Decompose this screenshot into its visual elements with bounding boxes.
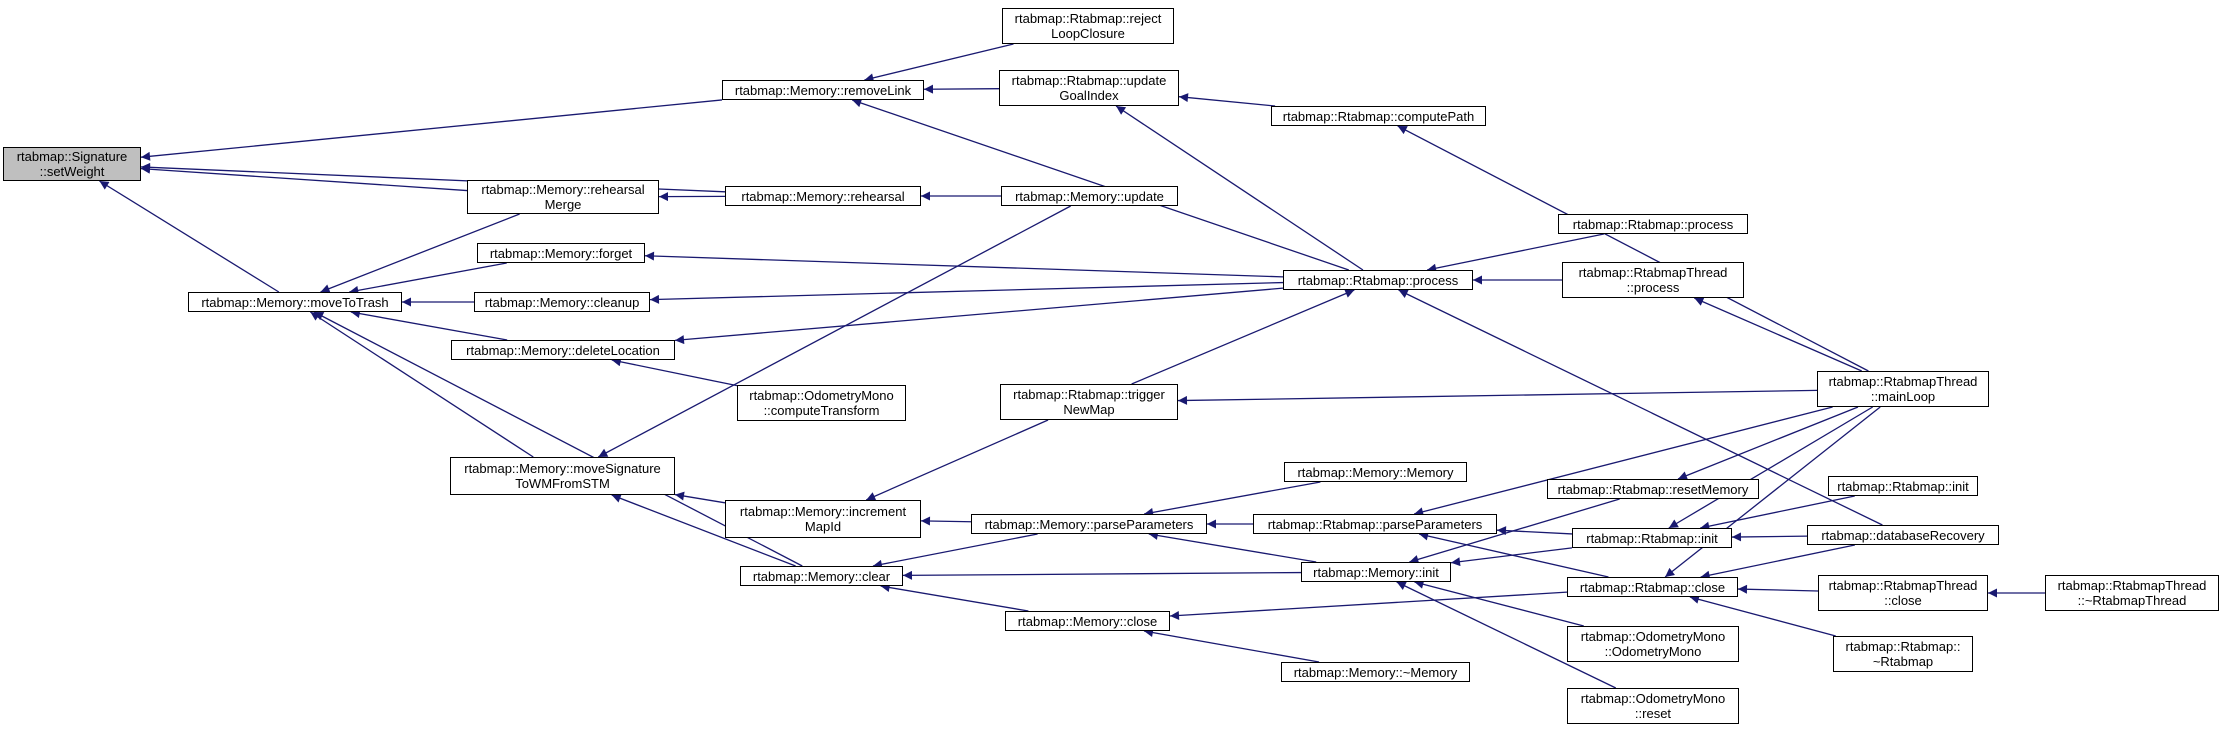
edge-odo_ctor-to-mem_init — [1414, 579, 1584, 627]
edge-mem_incrementmapid-to-mem_movesignature — [674, 491, 726, 504]
edge-db_recovery-to-rtab_process — [1398, 289, 1883, 526]
node-memory-init[interactable]: rtabmap::Memory::init — [1301, 562, 1451, 582]
node-rtabmapthread-process[interactable]: rtabmap::RtabmapThread ::process — [1562, 262, 1744, 298]
edge-rtab_computepath-to-rtab_updategoal — [1178, 93, 1276, 107]
edge-mem_rehearsalmerge-to-sig_setweight — [140, 164, 468, 192]
edge-db_recovery-to-rtab_init_a — [1731, 532, 1808, 542]
edge-thread_mainloop-to-rtab_computepath — [1397, 125, 1869, 372]
edge-mem_removelink-to-sig_setweight — [140, 99, 723, 161]
node-rtabmap-process[interactable]: rtabmap::Rtabmap::process — [1283, 270, 1473, 290]
edge-rtab_resetmemory-to-mem_init — [1409, 498, 1620, 564]
edge-thread_close-to-rtab_close — [1737, 584, 1819, 594]
edge-mem_init-to-mem_parseparams — [1148, 531, 1317, 563]
edge-rtab_triggernewmap-to-mem_incrementmapid — [865, 419, 1049, 501]
edge-mem_deletelocation-to-mem_movetotrash — [350, 309, 508, 341]
edge-rtab_init_b-to-rtab_init_a — [1700, 495, 1855, 531]
edge-mem_update-to-mem_movesignature — [597, 205, 1071, 458]
node-memory-cleanup[interactable]: rtabmap::Memory::cleanup — [474, 292, 650, 312]
edge-mem_parseparams-to-mem_incrementmapid — [920, 516, 972, 526]
edge-rtab_process-to-mem_deletelocation — [674, 287, 1284, 345]
edge-thread_mainloop-to-rtab_resetmemory — [1677, 406, 1859, 480]
edge-rtab_process-to-rtab_updategoal — [1115, 105, 1364, 271]
edge-rtab_init_a-to-rtab_parseparams — [1496, 526, 1573, 536]
edge-thread_mainloop-to-rtab_close — [1664, 406, 1881, 578]
node-odometrymono-constructor[interactable]: rtabmap::OdometryMono ::OdometryMono — [1567, 626, 1739, 662]
node-memory-movesignature-towmfromstm[interactable]: rtabmap::Memory::moveSignature ToWMFromS… — [450, 457, 675, 495]
edge-thread_mainloop-to-rtab_triggernewmap — [1177, 389, 1818, 405]
node-rtabmap-resetmemory[interactable]: rtabmap::Rtabmap::resetMemory — [1547, 479, 1759, 499]
node-memory-close[interactable]: rtabmap::Memory::close — [1005, 611, 1170, 631]
edge-mem_close-to-mem_clear — [880, 583, 1029, 612]
edge-odo_computetransform-to-mem_deletelocation — [611, 357, 738, 387]
edge-thread_mainloop-to-thread_process — [1694, 297, 1862, 372]
edge-rtab_process-to-mem_cleanup — [649, 281, 1284, 304]
edge-rtab_rejectloop-to-mem_removelink — [864, 43, 1014, 83]
node-rtabmap-parseparameters[interactable]: rtabmap::Rtabmap::parseParameters — [1253, 514, 1497, 534]
node-memory-clear[interactable]: rtabmap::Memory::clear — [740, 566, 903, 586]
edge-rtab_destructor-to-rtab_close — [1689, 594, 1836, 637]
edge-mem_parseparams-to-mem_clear — [872, 533, 1038, 569]
node-memory-update[interactable]: rtabmap::Memory::update — [1001, 186, 1178, 206]
edge-mem_init-to-mem_clear — [902, 570, 1302, 580]
edge-thread_mainloop-to-rtab_parseparams — [1413, 406, 1833, 517]
node-databaserecovery[interactable]: rtabmap::databaseRecovery — [1807, 525, 1999, 545]
node-rtabmap-destructor[interactable]: rtabmap::Rtabmap:: ~Rtabmap — [1833, 636, 1973, 672]
edge-mem_clear-to-mem_movetotrash — [313, 311, 803, 567]
node-rtabmap-computepath[interactable]: rtabmap::Rtabmap::computePath — [1271, 106, 1486, 126]
node-memory-deletelocation[interactable]: rtabmap::Memory::deleteLocation — [451, 340, 675, 360]
node-memory-constructor[interactable]: rtabmap::Memory::Memory — [1284, 462, 1467, 482]
edge-mem_movesignature-to-mem_movetotrash — [310, 311, 534, 458]
edge-rtab_init_a-to-mem_init — [1450, 547, 1573, 567]
node-rtabmap-close[interactable]: rtabmap::Rtabmap::close — [1567, 577, 1738, 597]
node-rtabmap-triggernewmap[interactable]: rtabmap::Rtabmap::trigger NewMap — [1000, 384, 1178, 420]
node-odometrymono-computetransform[interactable]: rtabmap::OdometryMono ::computeTransform — [737, 385, 906, 421]
node-memory-destructor[interactable]: rtabmap::Memory::~Memory — [1281, 662, 1470, 682]
node-memory-movetotrash[interactable]: rtabmap::Memory::moveToTrash — [188, 292, 402, 312]
node-rtabmapthread-close[interactable]: rtabmap::RtabmapThread ::close — [1818, 575, 1988, 611]
edge-mem_forget-to-mem_movetotrash — [349, 262, 507, 295]
edge-mem_movetotrash-to-sig_setweight — [99, 180, 280, 293]
edge-rtab_triggernewmap-to-rtab_process — [1131, 289, 1355, 385]
node-rtabmap-init[interactable]: rtabmap::Rtabmap::init — [1572, 528, 1732, 548]
edge-mem_rehearsalmerge-to-mem_movetotrash — [320, 213, 520, 293]
node-rtabmap-process-caller[interactable]: rtabmap::Rtabmap::process — [1558, 214, 1748, 234]
node-memory-rehearsalmerge[interactable]: rtabmap::Memory::rehearsal Merge — [467, 180, 659, 214]
node-rtabmap-rejectloopclosure[interactable]: rtabmap::Rtabmap::reject LoopClosure — [1002, 8, 1174, 44]
node-odometrymono-reset[interactable]: rtabmap::OdometryMono ::reset — [1567, 688, 1739, 724]
edge-rtab_updategoal-to-mem_removelink — [923, 84, 1000, 94]
edge-db_recovery-to-rtab_close — [1700, 544, 1855, 580]
node-memory-incrementmapid[interactable]: rtabmap::Memory::increment MapId — [725, 500, 921, 538]
node-rtabmap-updategoalindex[interactable]: rtabmap::Rtabmap::update GoalIndex — [999, 70, 1179, 106]
node-signature-setweight: rtabmap::Signature ::setWeight — [3, 147, 141, 181]
node-memory-parseparameters[interactable]: rtabmap::Memory::parseParameters — [971, 514, 1207, 534]
node-rtabmapthread-destructor[interactable]: rtabmap::RtabmapThread ::~RtabmapThread — [2045, 575, 2219, 611]
edge-rtab_close-to-mem_close — [1169, 591, 1568, 620]
node-rtabmapthread-mainloop[interactable]: rtabmap::RtabmapThread ::mainLoop — [1817, 371, 1989, 407]
node-rtabmap-init-caller[interactable]: rtabmap::Rtabmap::init — [1828, 476, 1978, 496]
node-memory-forget[interactable]: rtabmap::Memory::forget — [477, 243, 645, 263]
edge-mem_memory-to-mem_parseparams — [1143, 481, 1321, 517]
node-memory-removelink[interactable]: rtabmap::Memory::removeLink — [722, 80, 924, 100]
edge-mem_destructor-to-mem_close — [1143, 628, 1320, 663]
edge-rtab_process-to-mem_forget — [644, 251, 1284, 278]
edge-rtab_process-to-mem_removelink — [851, 98, 1349, 271]
edge-rtab_process2-to-rtab_process — [1426, 233, 1605, 273]
edge-mem_clear-to-mem_movesignature — [611, 494, 796, 567]
node-memory-rehearsal[interactable]: rtabmap::Memory::rehearsal — [725, 186, 921, 206]
edge-thread_mainloop-to-rtab_init_a — [1668, 406, 1874, 529]
